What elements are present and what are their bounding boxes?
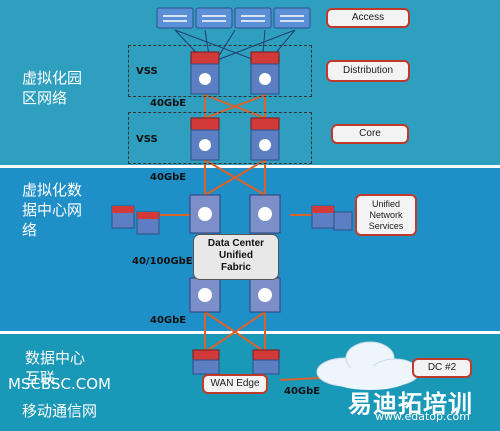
- watermark-site-cn: 移动通信网: [22, 402, 98, 420]
- access-links: [174, 29, 296, 63]
- watermark-site: MSCBSC.COM: [8, 375, 111, 393]
- unified-fabric-label: Data Center Unified Fabric: [193, 234, 279, 280]
- watermark-logo: 易迪拓培训: [348, 390, 473, 418]
- access-tier-label: Access: [326, 8, 410, 28]
- wan-edge-routers: [192, 349, 280, 375]
- campus-zone-label: 虚拟化园 区网络: [22, 69, 83, 107]
- zone-divider: [0, 165, 500, 168]
- datacenter-switches: [189, 194, 281, 234]
- cloud-icon: [316, 341, 420, 390]
- datacenter-zone-label: 虚拟化数 据中心网 络: [22, 181, 83, 239]
- service-modules: [111, 205, 353, 235]
- distribution-tier-label: Distribution: [326, 60, 410, 82]
- zone-divider: [0, 331, 500, 334]
- vss-label: VSS: [136, 66, 158, 77]
- link-speed-label: 40GbE: [150, 315, 187, 326]
- link-speed-label: 40GbE: [150, 172, 187, 183]
- link-speed-label: 40/100GbE: [132, 256, 193, 267]
- link-speed-label: 40GbE: [150, 98, 187, 109]
- unified-network-services-label: Unified Network Services: [355, 194, 417, 236]
- dc2-label: DC #2: [412, 358, 472, 378]
- core-switches: [190, 117, 280, 161]
- vss-label: VSS: [136, 134, 158, 145]
- wan-edge-label: WAN Edge: [202, 374, 268, 394]
- core-tier-label: Core: [331, 124, 409, 144]
- watermark-url: www.edatop.com: [375, 410, 470, 423]
- access-switches: [156, 7, 311, 29]
- link-speed-label: 40GbE: [284, 386, 321, 397]
- interconnect-zone-label: 数据中心 互联: [25, 349, 86, 387]
- vss-core-group: [128, 112, 312, 164]
- vss-distribution-group: [128, 45, 312, 97]
- distribution-switches: [190, 51, 280, 95]
- fabric-switches: [189, 277, 281, 313]
